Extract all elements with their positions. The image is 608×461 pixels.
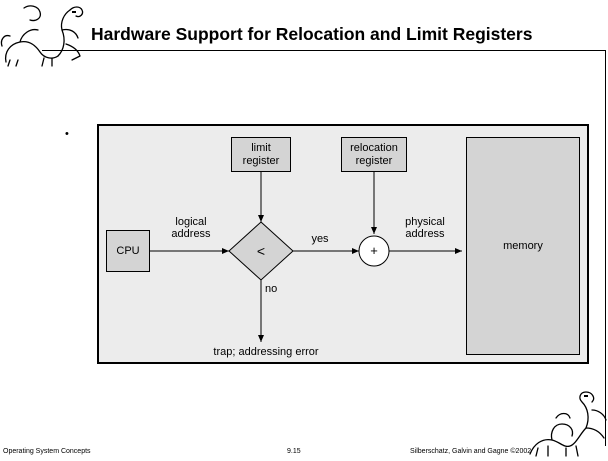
- logical-address-label: logical address: [171, 216, 211, 240]
- no-label: no: [265, 283, 278, 295]
- right-border-line: [605, 50, 606, 446]
- footer-right: Silberschatz, Galvin and Gagne ©2002: [410, 448, 532, 455]
- physical-address-label: physical address: [405, 216, 445, 240]
- diagram-panel: CPU limit register relocation register m…: [97, 124, 589, 364]
- cpu-box: CPU: [106, 230, 150, 272]
- trap-label: trap; addressing error: [213, 346, 319, 358]
- bullet: •: [65, 128, 69, 140]
- dinosaur-bottom-right-icon: [529, 391, 607, 457]
- title-underline: [42, 50, 606, 51]
- adder-circle: [358, 235, 390, 267]
- diagram-arrows: [149, 172, 462, 342]
- relocation-register-box: relocation register: [341, 137, 407, 172]
- limit-register-box: limit register: [231, 137, 291, 172]
- page-title: Hardware Support for Relocation and Limi…: [91, 24, 533, 44]
- compare-diamond: [228, 221, 294, 281]
- dinosaur-top-left-icon: [0, 5, 84, 67]
- add-symbol: +: [370, 243, 378, 258]
- footer-center: 9.15: [287, 448, 301, 455]
- footer-left: Operating System Concepts: [3, 448, 91, 455]
- yes-label: yes: [311, 233, 329, 245]
- memory-box: memory: [466, 137, 580, 355]
- compare-symbol: <: [256, 243, 266, 259]
